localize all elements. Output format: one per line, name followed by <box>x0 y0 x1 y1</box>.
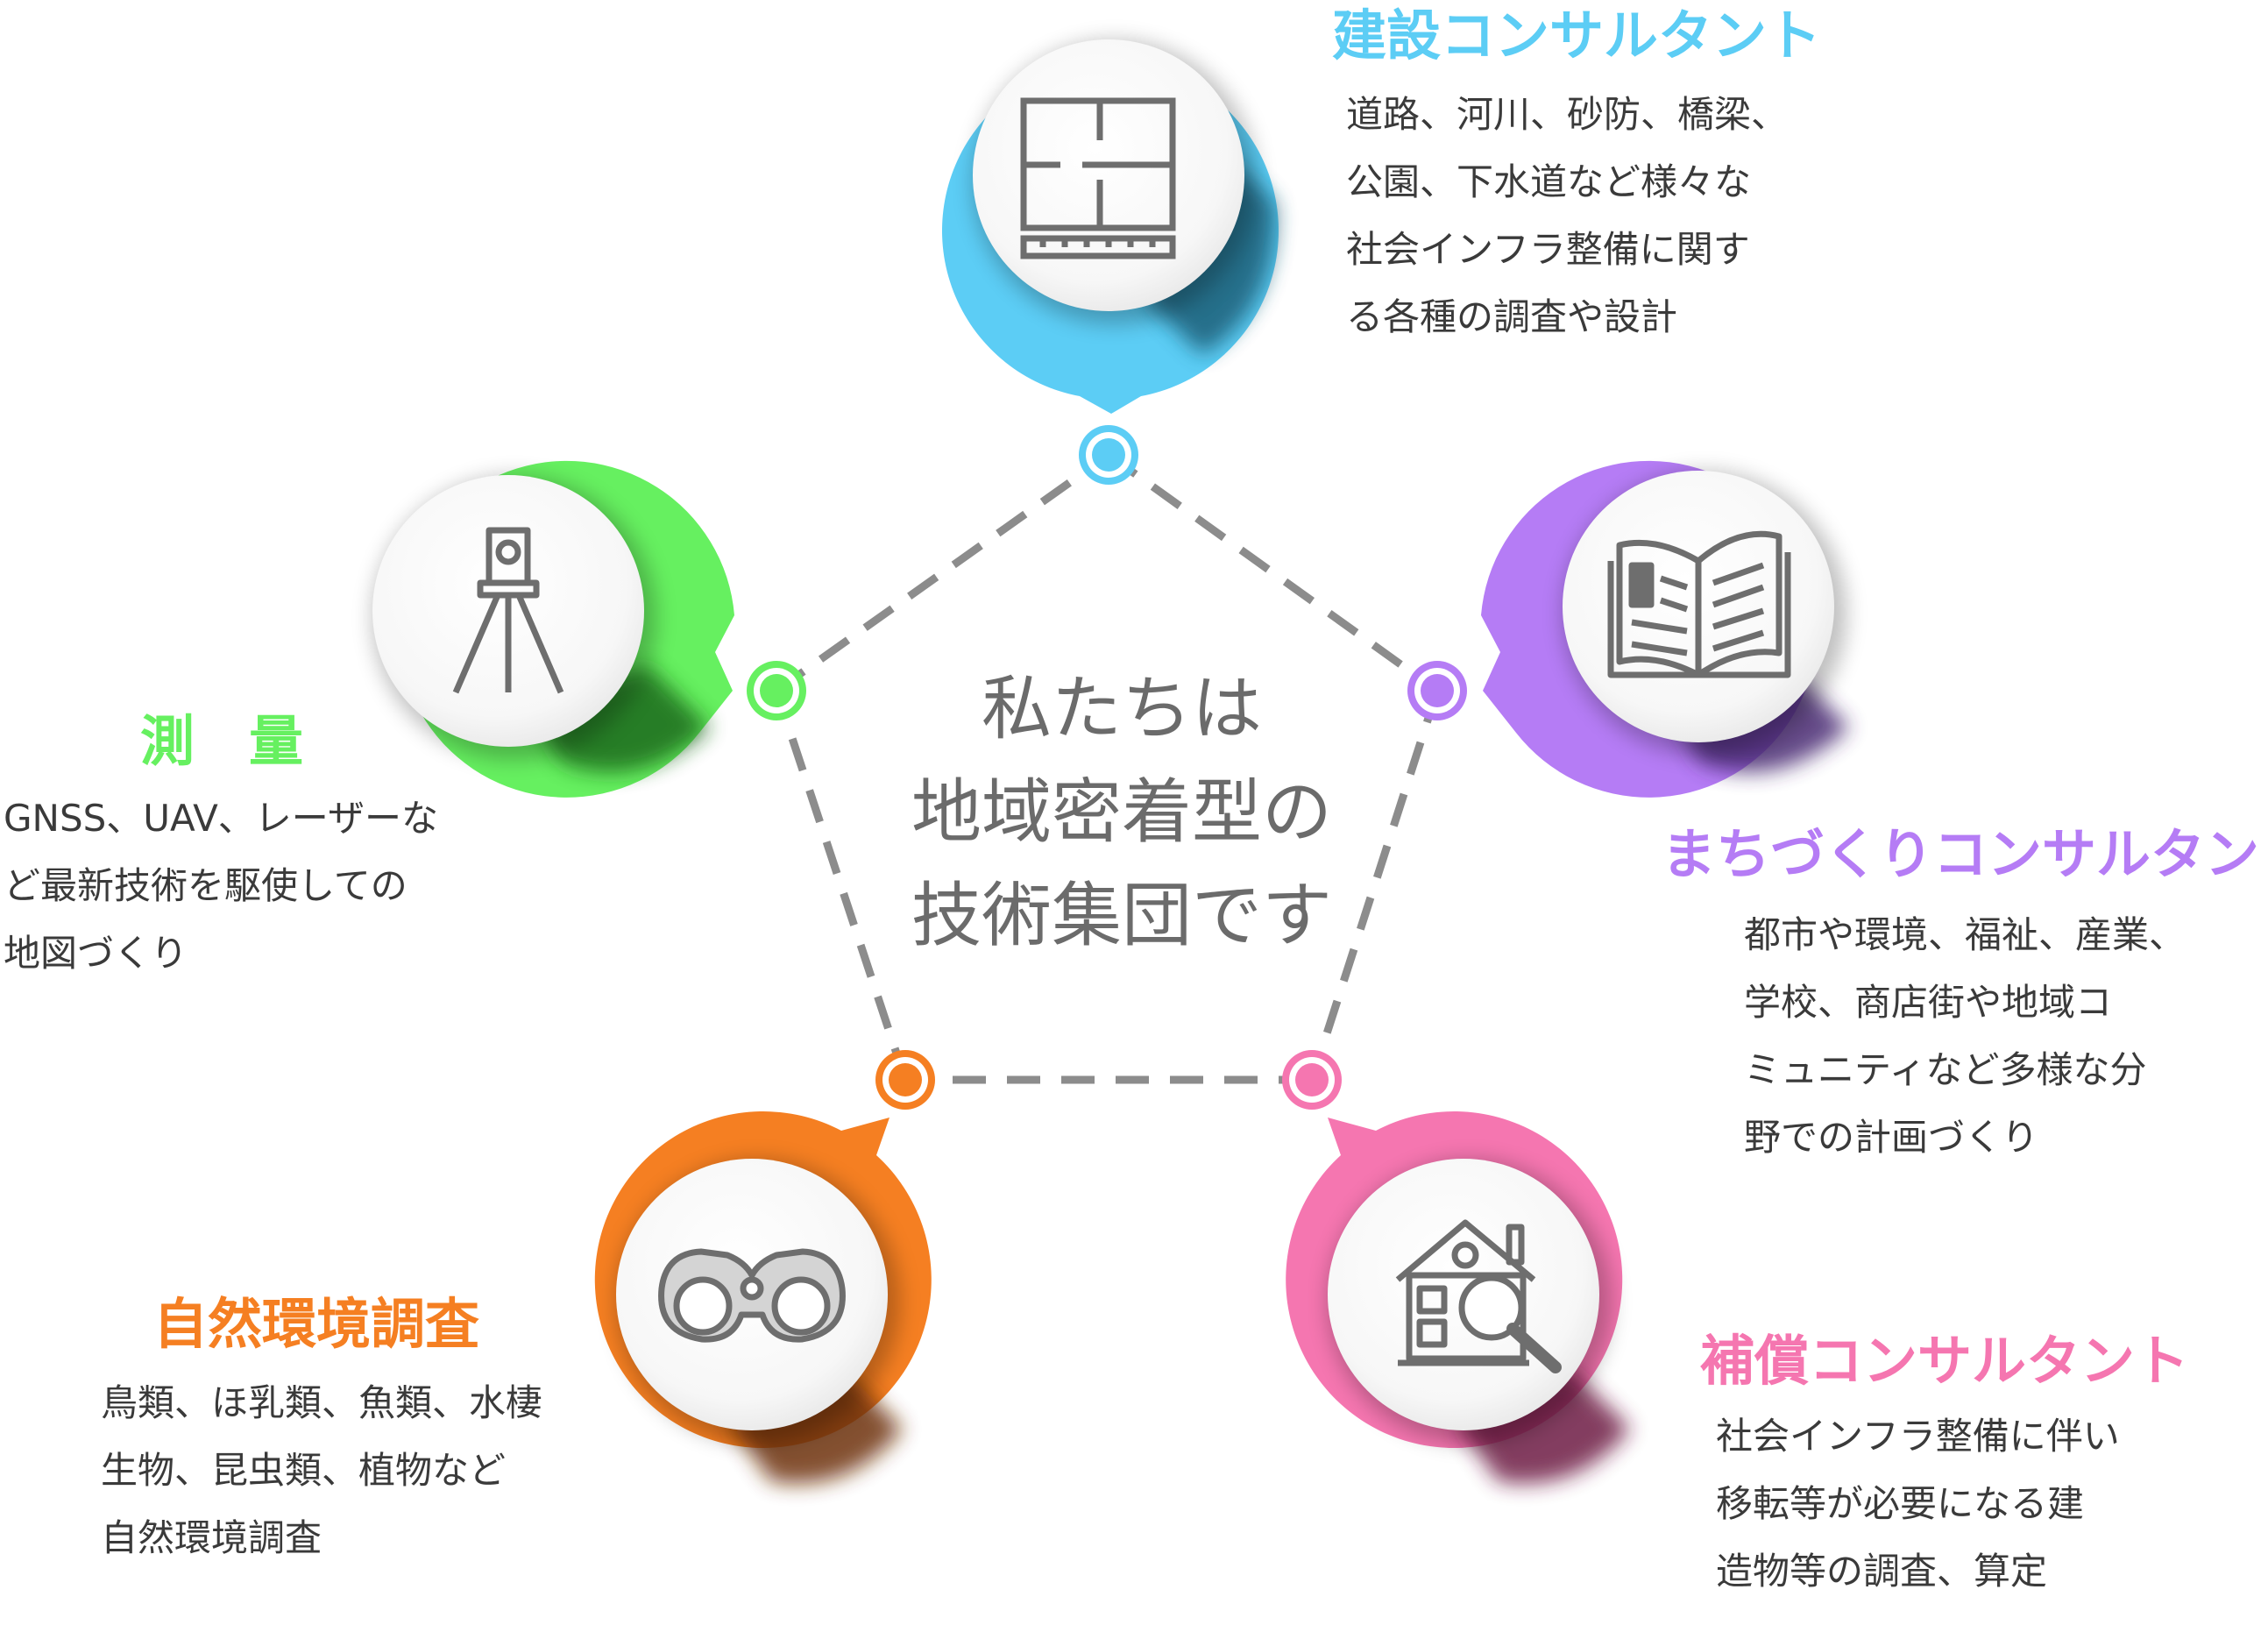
connector-bottom-left <box>772 689 910 1082</box>
environment-description: 鳥類、ほ乳類、魚類、水棲 生物、昆虫類、植物など 自然環境調査 <box>101 1369 542 1572</box>
node-town <box>1407 460 1849 798</box>
compensation-dot-inner <box>1295 1063 1329 1096</box>
compensation-shadow <box>1455 1367 1630 1484</box>
binoculars-icon <box>658 1248 846 1343</box>
connector-top-right <box>1106 451 1440 694</box>
center-line-2: 地域密着型の <box>911 771 1332 853</box>
town-dot-inner <box>1421 674 1454 707</box>
environment-desc-line-3: 自然環境調査 <box>101 1516 322 1559</box>
connector-right-bottom <box>1308 689 1442 1082</box>
construction-desc-line-2: 公園、下水道など様々な <box>1346 160 1752 203</box>
survey-description: GNSS、UAV、レーザーな ど最新技術を駆使しての 地図づくり <box>4 784 438 987</box>
node-construction <box>942 39 1279 485</box>
construction-desc-line-4: る各種の調査や設計 <box>1346 295 1678 338</box>
construction-dot-inner <box>1092 438 1125 472</box>
floor-plan-icon <box>1020 97 1176 259</box>
construction-title: 建設コンサルタント <box>1332 4 1822 67</box>
compensation-desc-line-1: 社会インフラ整備に伴い <box>1716 1415 2120 1458</box>
center-line-3: 技術集団です <box>911 875 1332 956</box>
environment-title: 自然環境調査 <box>153 1292 480 1356</box>
environment-dot-inner <box>889 1063 922 1096</box>
node-compensation <box>1282 1050 1630 1484</box>
environment-desc-line-2: 生物、昆虫類、植物など <box>101 1449 507 1492</box>
center-line-1: 私たちは <box>982 668 1262 749</box>
compensation-description: 社会インフラ整備に伴い 移転等が必要になる建 造物等の調査、算定 <box>1716 1402 2120 1605</box>
open-book-icon <box>1607 530 1791 678</box>
construction-disc <box>973 39 1244 311</box>
survey-desc-line-2: ど最新技術を駆使しての <box>4 864 408 907</box>
compensation-desc-line-3: 造物等の調査、算定 <box>1716 1550 2048 1593</box>
town-desc-line-2: 学校、商店街や地域コ <box>1744 981 2113 1024</box>
construction-description: 道路、河川、砂防、橋梁、 公園、下水道など様々な 社会インフラ整備に関す る各種… <box>1346 81 1788 351</box>
center-message: 私たちは 地域密着型の 技術集団です <box>841 657 1402 968</box>
compensation-desc-line-2: 移転等が必要になる建 <box>1716 1482 2085 1525</box>
town-desc-line-1: 都市や環境、福祉、産業、 <box>1744 913 2186 956</box>
connector-left-top <box>774 451 1111 694</box>
town-description: 都市や環境、福祉、産業、 学校、商店街や地域コ ミュニティなど多様な分 野での計… <box>1744 901 2186 1171</box>
survey-desc-line-1: GNSS、UAV、レーザーな <box>4 797 438 840</box>
survey-desc-line-3: 地図づくり <box>4 932 188 975</box>
town-title: まちづくりコンサルタント <box>1662 822 2268 886</box>
survey-dot-inner <box>760 674 793 707</box>
node-environment <box>594 1050 935 1484</box>
construction-desc-line-1: 道路、河川、砂防、橋梁、 <box>1346 93 1789 136</box>
town-desc-line-3: ミュニティなど多様な分 <box>1744 1048 2147 1091</box>
house-magnifier-icon <box>1395 1219 1562 1373</box>
construction-desc-line-3: 社会インフラ整備に関す <box>1346 228 1750 271</box>
town-desc-line-4: 野での計画づくり <box>1744 1116 2039 1159</box>
total-station-tripod-icon <box>452 527 564 694</box>
survey-title: 測 量 <box>140 709 304 773</box>
compensation-title: 補償コンサルタント <box>1700 1329 2190 1393</box>
node-survey <box>372 460 806 798</box>
environment-desc-line-1: 鳥類、ほ乳類、魚類、水棲 <box>101 1381 543 1424</box>
pentagon-connector <box>772 451 1442 1084</box>
